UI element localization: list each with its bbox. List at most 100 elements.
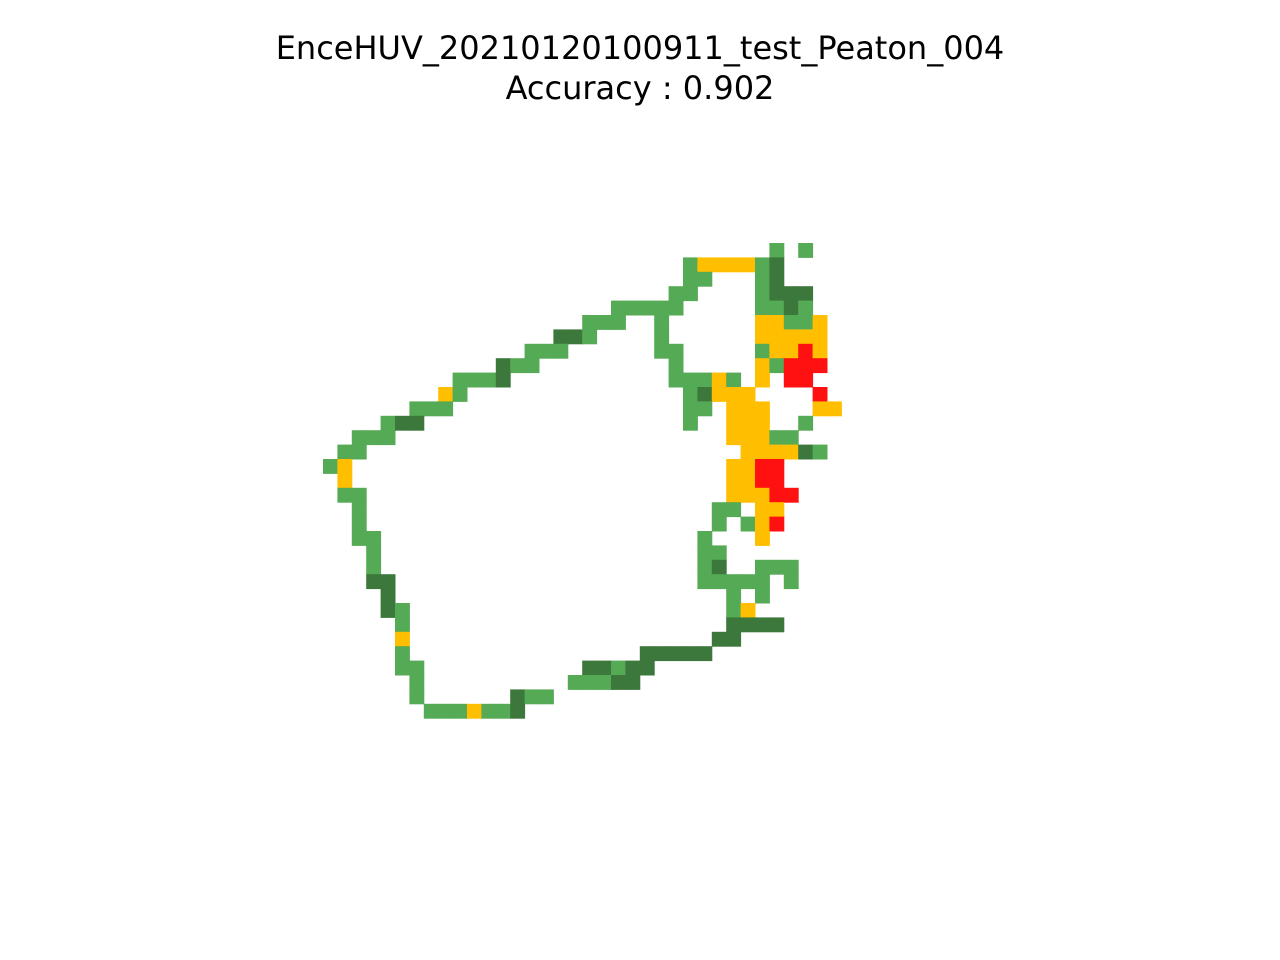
heatmap-cell: [812, 387, 828, 402]
heatmap-cell: [755, 444, 770, 460]
heatmap-cell: [711, 257, 727, 273]
heatmap-cell: [726, 617, 742, 633]
heatmap-cell: [467, 372, 482, 388]
heatmap-cell: [755, 372, 770, 388]
heatmap-cell: [740, 459, 756, 474]
heatmap-cell: [740, 603, 756, 618]
heatmap-cell: [755, 300, 770, 316]
heatmap-cell: [726, 430, 742, 446]
heatmap-cell: [697, 545, 713, 561]
heatmap-cell: [726, 401, 742, 417]
heatmap-cell: [755, 315, 770, 330]
heatmap-cell: [726, 574, 742, 590]
heatmap-cell: [553, 343, 569, 359]
heatmap-cell: [337, 444, 353, 460]
heatmap-cell: [798, 286, 814, 302]
heatmap-cell: [769, 257, 785, 273]
heatmap-cell: [726, 603, 742, 618]
heatmap-cell: [740, 444, 756, 460]
heatmap-cell: [351, 444, 367, 460]
heatmap-cell: [697, 531, 713, 546]
heatmap-cell: [683, 286, 698, 302]
heatmap-cell: [711, 559, 727, 575]
heatmap-cell: [755, 617, 770, 633]
heatmap-cell: [711, 372, 727, 388]
heatmap-cell: [351, 430, 367, 446]
heatmap-cell: [351, 487, 367, 503]
heatmap-cell: [351, 502, 367, 518]
heatmap-cell: [524, 358, 540, 374]
heatmap-cell: [380, 415, 396, 431]
heatmap-cell: [582, 315, 598, 330]
heatmap-cell: [755, 531, 770, 546]
heatmap-cell: [423, 401, 439, 417]
heatmap-cell: [769, 271, 785, 287]
heatmap-cell: [740, 387, 756, 402]
heatmap-cell: [697, 387, 713, 402]
heatmap-cell: [510, 689, 526, 705]
heatmap-cell: [639, 300, 655, 316]
heatmap-cell: [755, 358, 770, 374]
heatmap-cell: [798, 243, 814, 258]
heatmap-cell: [769, 329, 785, 345]
chart-title-line-2: Accuracy : 0.902: [505, 69, 775, 107]
heatmap-cell: [769, 243, 785, 258]
heatmap-cell: [783, 300, 799, 316]
heatmap-cell: [769, 516, 785, 532]
heatmap-cell: [611, 675, 626, 690]
heatmap-cell: [812, 358, 828, 374]
heatmap-cell: [726, 372, 742, 388]
heatmap-cell: [395, 646, 410, 662]
heatmap-cell: [783, 329, 799, 345]
heatmap-cell: [827, 401, 842, 417]
heatmap-cell: [812, 444, 828, 460]
heatmap-cell: [495, 703, 511, 719]
heatmap-cell: [596, 660, 612, 676]
heatmap-cell: [769, 617, 785, 633]
heatmap-cell: [639, 660, 655, 676]
heatmap-cell: [366, 559, 382, 575]
heatmap-cell: [755, 516, 770, 532]
heatmap-cell: [668, 300, 684, 316]
heatmap-cell: [683, 401, 698, 417]
heatmap-cell: [769, 300, 785, 316]
heatmap-cell: [668, 343, 684, 359]
heatmap-cell: [380, 603, 396, 618]
heatmap-cell: [582, 660, 598, 676]
heatmap-cell: [755, 271, 770, 287]
heatmap-cell: [625, 675, 641, 690]
heatmap-cell: [783, 372, 799, 388]
heatmap-cell: [769, 473, 785, 489]
heatmap-cell: [798, 300, 814, 316]
heatmap-cell: [683, 372, 698, 388]
heatmap-cell: [740, 430, 756, 446]
heatmap-cell: [510, 358, 526, 374]
heatmap-cell: [783, 559, 799, 575]
heatmap-cell: [726, 588, 742, 604]
heatmap-cell: [409, 675, 425, 690]
heatmap-cell: [711, 631, 727, 647]
heatmap-cell: [380, 430, 396, 446]
heatmap-cell: [539, 343, 554, 359]
heatmap-cell: [740, 617, 756, 633]
heatmap-cell: [783, 286, 799, 302]
heatmap-cell: [366, 545, 382, 561]
chart-title-line-1: EnceHUV_20210120100911_test_Peaton_004: [275, 29, 1005, 67]
heatmap-cell: [395, 631, 410, 647]
heatmap-cell: [654, 343, 670, 359]
heatmap-cell: [596, 675, 612, 690]
heatmap-cell: [726, 473, 742, 489]
heatmap-cell: [495, 372, 511, 388]
heatmap-cell: [467, 703, 482, 719]
heatmap-cell: [755, 487, 770, 503]
heatmap-cell: [755, 415, 770, 431]
heatmap-cell: [697, 574, 713, 590]
heatmap-cell: [798, 358, 814, 374]
heatmap-cell: [755, 329, 770, 345]
heatmap-cell: [683, 415, 698, 431]
heatmap-cell: [783, 343, 799, 359]
heatmap-cell: [783, 574, 799, 590]
heatmap-cell: [481, 372, 497, 388]
heatmap-cell: [697, 372, 713, 388]
heatmap-cell: [769, 343, 785, 359]
